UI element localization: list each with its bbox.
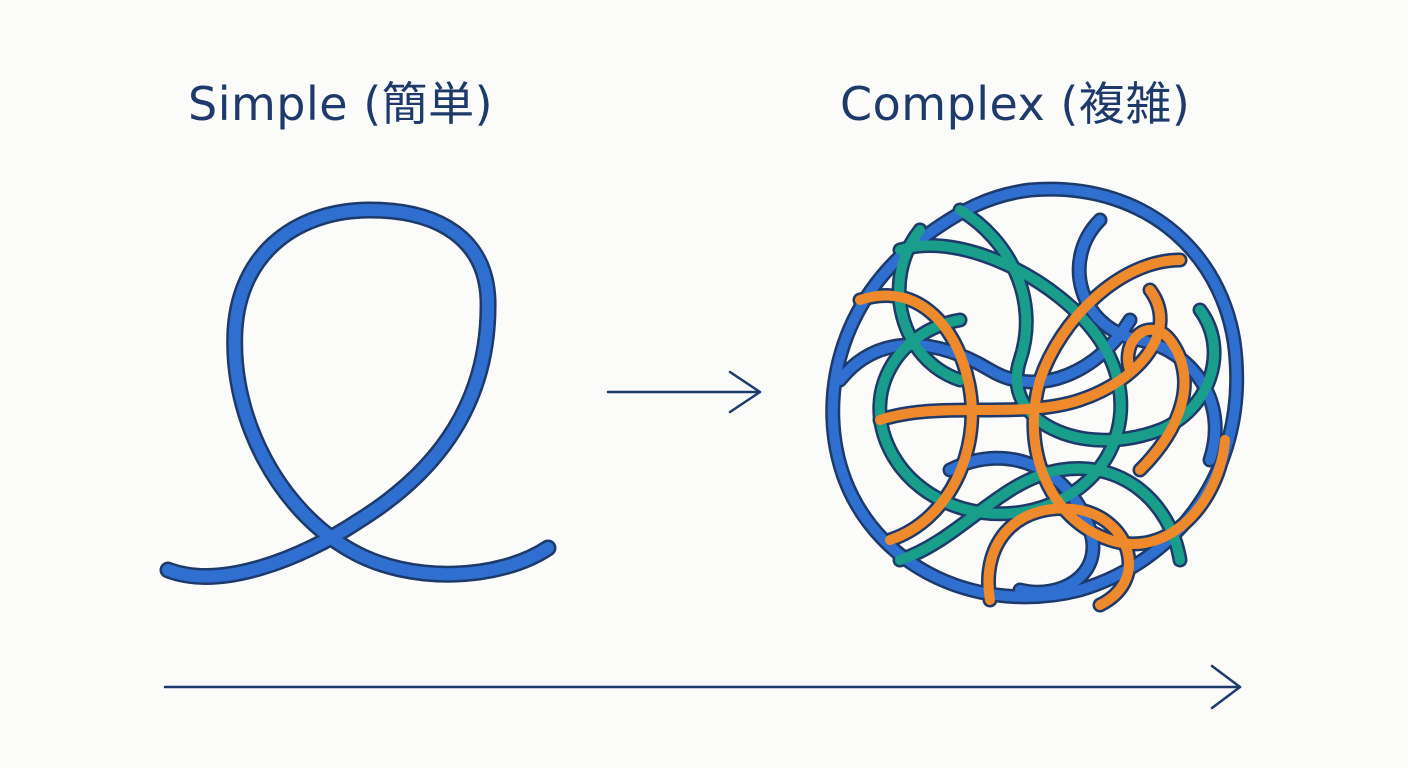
long-right-arrow-icon xyxy=(163,664,1242,710)
right-arrow-icon xyxy=(606,370,762,414)
complex-label: Complex (複雑) xyxy=(840,77,1191,131)
tangled-knot-icon xyxy=(825,181,1245,613)
simple-label: Simple (簡単) xyxy=(188,77,494,131)
single-loop-icon xyxy=(159,201,557,585)
